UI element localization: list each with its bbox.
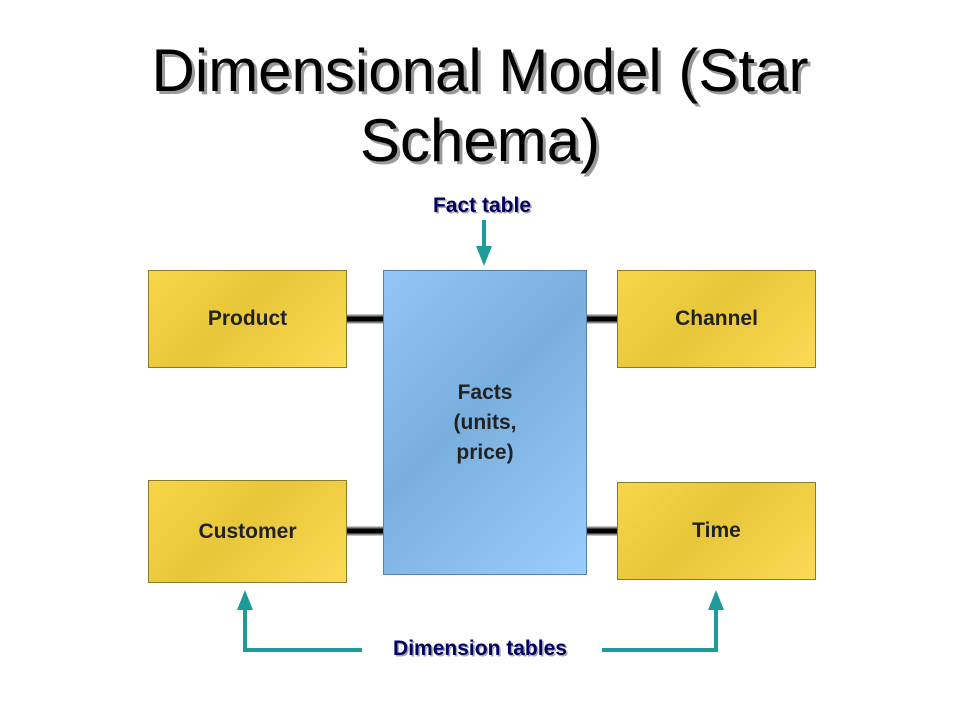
- product-dimension-box: Product: [148, 270, 347, 368]
- slide-title: Dimensional Model (Star Schema): [151, 37, 809, 174]
- channel-dimension-box: Channel: [617, 270, 816, 368]
- dimension-tables-label: Dimension tables: [393, 637, 567, 660]
- fact-table-label: Fact table: [432, 194, 532, 217]
- facts-table-box: Facts (units, price): [383, 270, 587, 575]
- time-dimension-box: Time: [617, 482, 816, 580]
- time-label: Time: [692, 519, 741, 542]
- channel-label: Channel: [675, 307, 758, 330]
- dimension-arrow-right: [602, 590, 724, 652]
- product-label: Product: [207, 307, 288, 330]
- facts-label: Facts (units, price): [453, 380, 517, 464]
- fact-table-arrow: [476, 220, 492, 266]
- customer-dimension-box: Customer: [148, 480, 347, 583]
- customer-label: Customer: [198, 519, 297, 543]
- dimension-arrow-left: [237, 590, 362, 652]
